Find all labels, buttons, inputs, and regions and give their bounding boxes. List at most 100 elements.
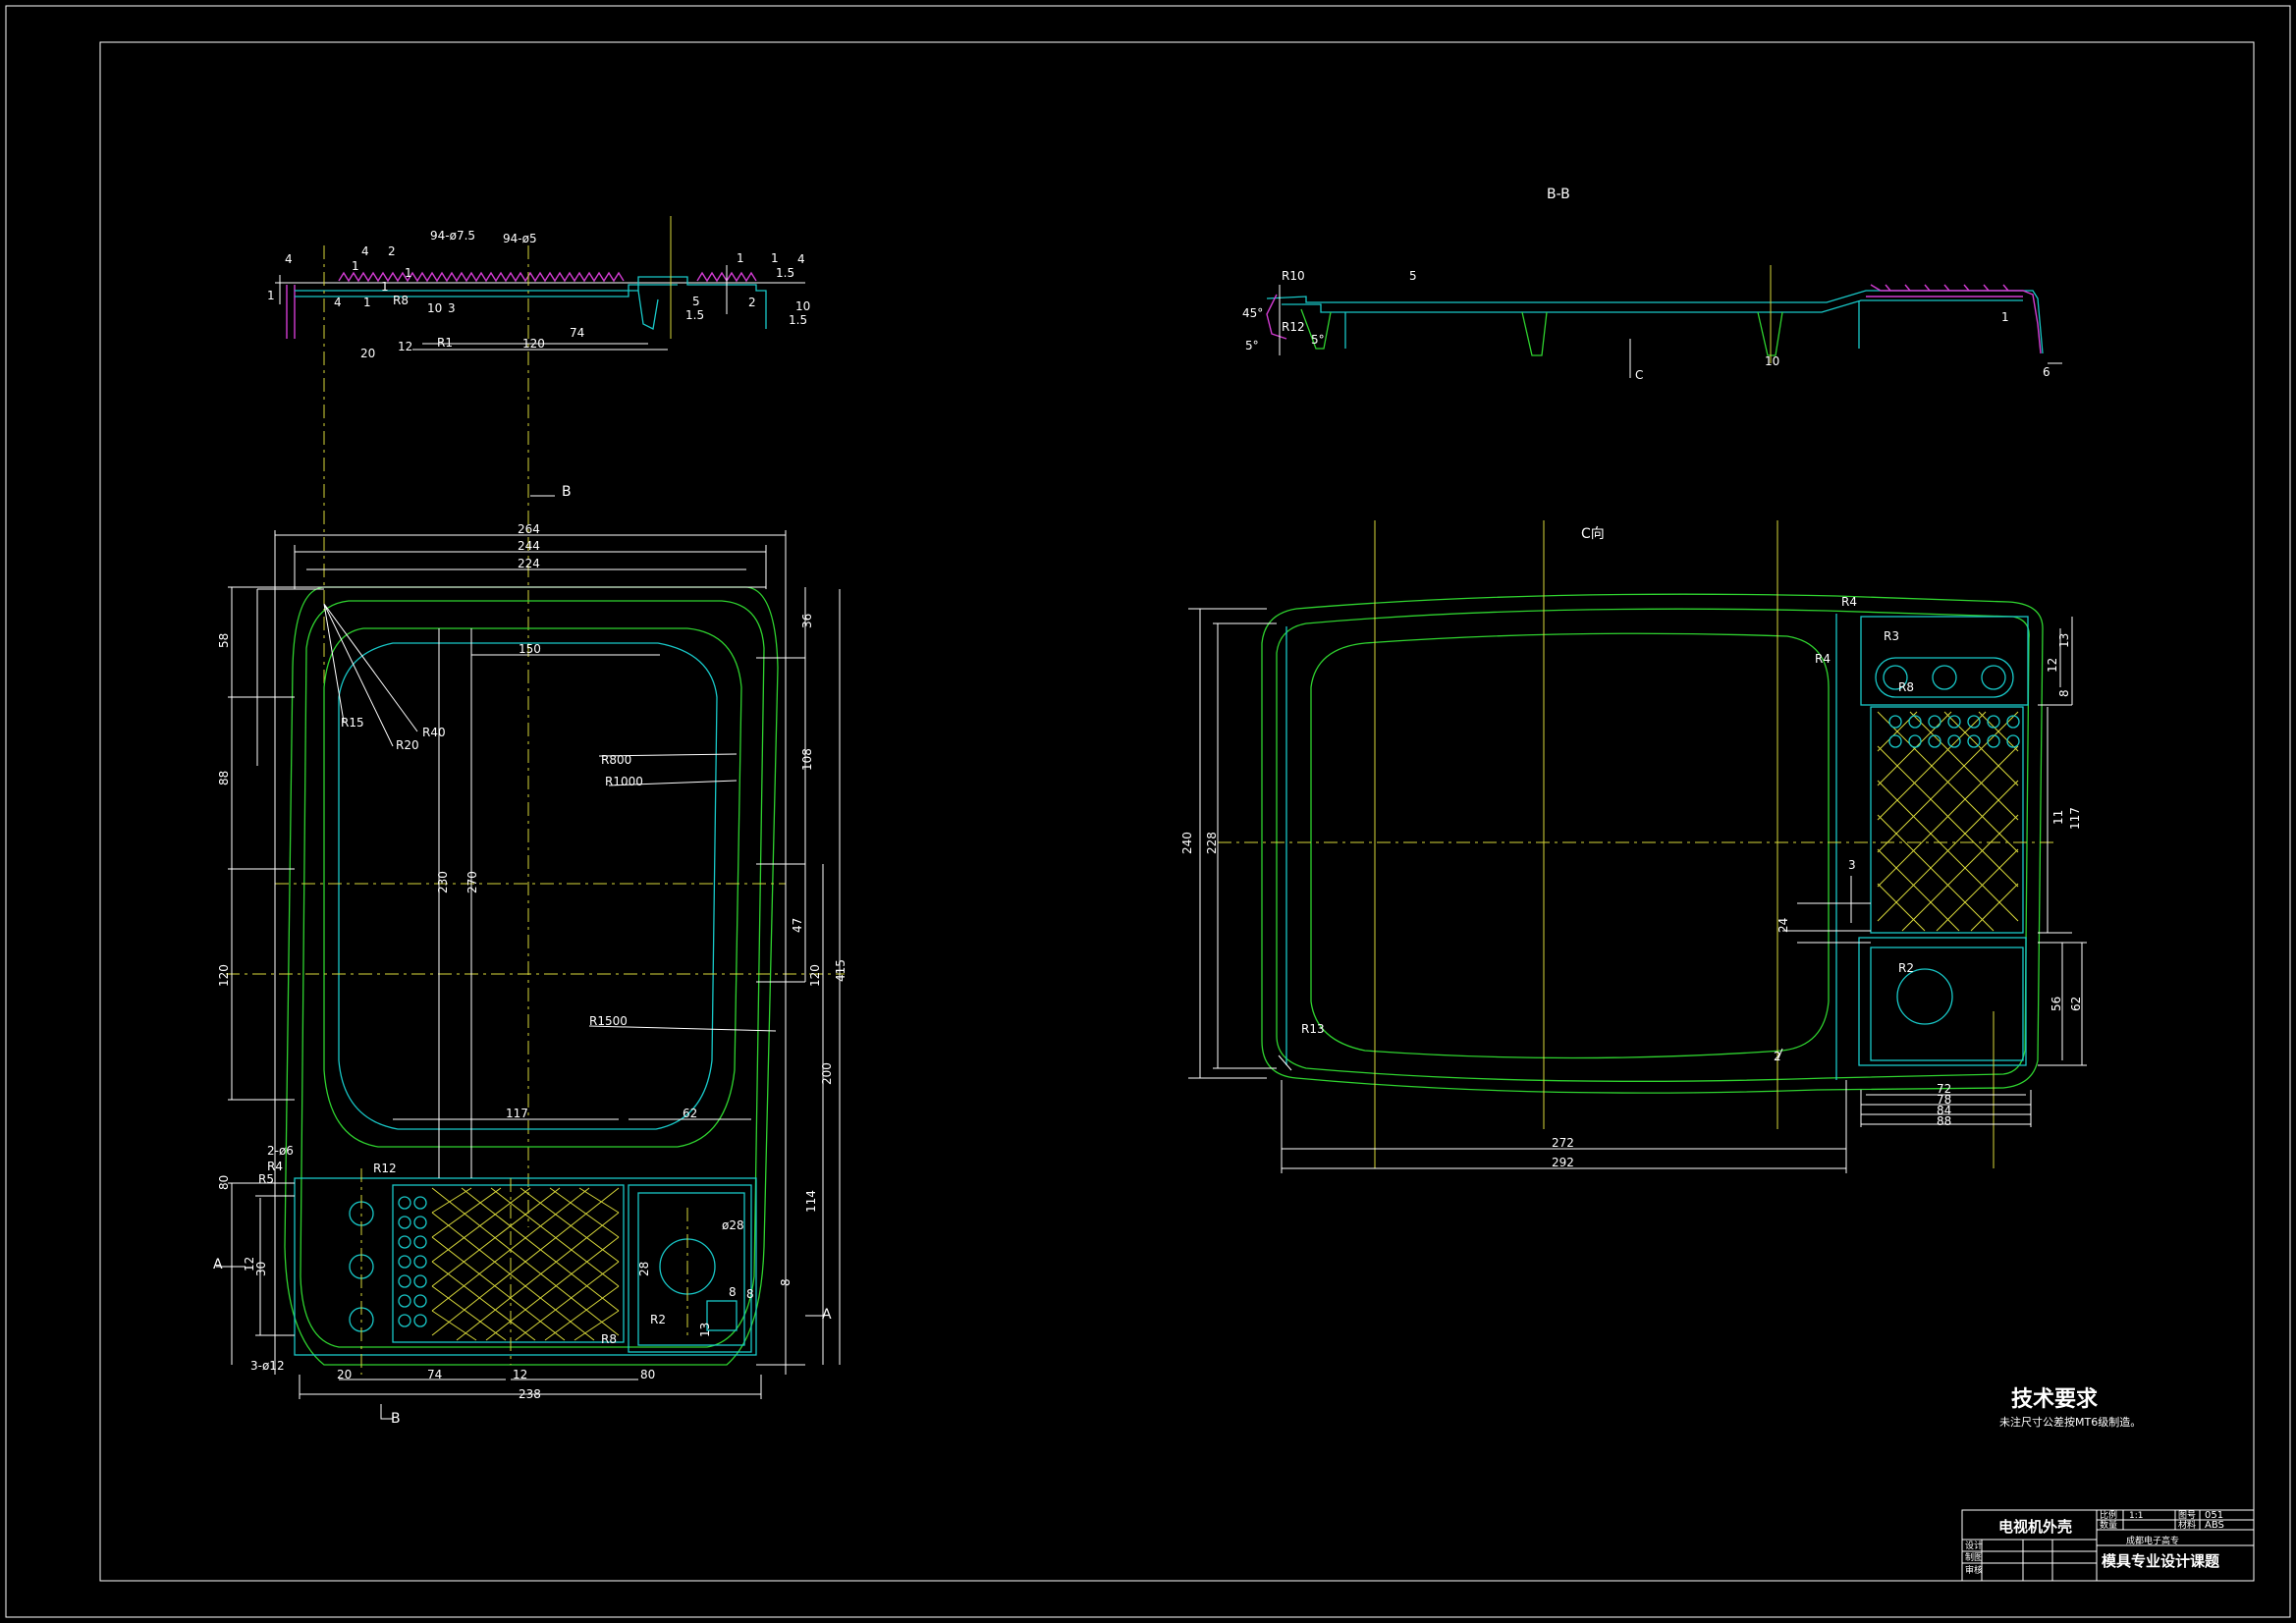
dim-width-224: 224 [518, 557, 540, 570]
tech-requirements-text: 未注尺寸公差按MT6级制造。 [1999, 1415, 2141, 1429]
callout: 4 [797, 252, 805, 266]
callout: R1 [437, 336, 453, 350]
dim-bottom: 88 [1937, 1114, 1951, 1128]
dim-right: 11 [2051, 810, 2065, 825]
sheet-outer-border [5, 5, 2291, 1618]
dim-left: 58 [217, 633, 231, 648]
design-label: 设计 [1965, 1540, 1983, 1551]
dim-bottom: 84 [1937, 1104, 1951, 1117]
callout: 10 [427, 301, 442, 315]
front-view [216, 495, 845, 1420]
dim-inner: 13 [698, 1323, 712, 1337]
callout: R12 [1282, 320, 1305, 334]
front-view-labels: B B A A 264 244 224 150 58 88 120 80 12 … [213, 484, 847, 1427]
drawing-no-label: 图号 [2178, 1510, 2196, 1521]
scale-label: 比例 [2100, 1509, 2117, 1521]
callout: 94-ø5 [503, 232, 537, 245]
callout: 1.5 [776, 266, 794, 280]
view-c [1188, 520, 2087, 1173]
callout: 2 [748, 296, 756, 309]
dim-width-244: 244 [518, 539, 540, 553]
callout: 20 [360, 347, 375, 360]
review-label: 审核 [1965, 1564, 1983, 1576]
dim-inner: 28 [637, 1262, 651, 1276]
dim-right: 114 [804, 1190, 818, 1213]
section-mark-b-top: B [562, 484, 572, 500]
dim-right: 3 [1848, 858, 1856, 872]
callout: 120 [522, 337, 545, 351]
callout: 1 [381, 280, 389, 294]
callout: 5 [692, 295, 700, 308]
dim-right: 108 [800, 748, 814, 771]
radius-label: R15 [341, 716, 364, 730]
sheet-inner-border [99, 41, 2255, 1582]
callout: 1 [2001, 310, 2009, 324]
radius-label: R4 [267, 1160, 283, 1173]
material: ABS [2205, 1520, 2224, 1531]
callout: 10 [1765, 354, 1779, 368]
section-mark-a-right: A [822, 1307, 832, 1323]
callout: C [1635, 368, 1643, 382]
dim-bottom: 72 [1937, 1082, 1951, 1096]
callout: 1 [737, 251, 744, 265]
radius-label: R2 [1898, 961, 1914, 975]
view-c-labels: R4 R3 R4 R8 R2 R13 240 228 13 12 8 117 1… [1180, 595, 2083, 1169]
radius-label: R13 [1301, 1022, 1325, 1036]
callout: 2 [388, 244, 396, 258]
dim-mid: 62 [683, 1107, 697, 1120]
dim-inner: 8 [779, 1278, 793, 1286]
section-bb-callouts: R10 5 45° R12 5° 5° 10 1 C 6 [1242, 269, 2050, 382]
dim-right: 8 [2057, 689, 2071, 697]
scale-value: 1:1 [2129, 1511, 2143, 1521]
school-name: 成都电子高专 [2126, 1535, 2179, 1546]
callout: 1.5 [789, 313, 807, 327]
callout: 45° [1242, 306, 1263, 320]
grille-hatch [431, 1187, 620, 1341]
dim-left: 80 [217, 1175, 231, 1190]
dim-left: 88 [217, 771, 231, 785]
radius-label: R3 [1884, 629, 1899, 643]
hole-label: 3-ø12 [250, 1359, 285, 1373]
section-bb-view [1266, 265, 2062, 378]
dim-right: 117 [2068, 807, 2082, 830]
callout: 5° [1245, 339, 1259, 352]
radius-label: R8 [601, 1332, 617, 1346]
callout: 1.5 [685, 308, 704, 322]
dim-right: 47 [791, 918, 804, 933]
project-name: 模具专业设计课题 [2102, 1552, 2220, 1570]
callout: R8 [393, 294, 409, 307]
tech-requirements-heading: 技术要求 [2011, 1387, 2098, 1412]
callout: 6 [2043, 365, 2050, 379]
dim-bottom: 272 [1552, 1136, 1574, 1150]
radius-label: R1000 [605, 775, 643, 788]
dim-right: 200 [820, 1062, 834, 1085]
title-block-text: 电视机外壳 比例 1:1 数量 图号 051 材料 ABS 设计 制图 审核 成… [1965, 1509, 2224, 1576]
dim-mid: 117 [506, 1107, 528, 1120]
radius-label: R5 [258, 1172, 274, 1186]
dim-bottom: 74 [427, 1368, 442, 1381]
dim-bottom: 292 [1552, 1156, 1574, 1169]
callout: 4 [334, 296, 342, 309]
dim-left: 120 [217, 964, 231, 987]
top-section-view [275, 216, 805, 1227]
top-section-callouts: 4 1 4 4 2 1 1 1 94-ø7.5 94-ø5 1 1 4 1.5 … [267, 229, 810, 360]
radius-label: R12 [373, 1162, 397, 1175]
dim-right: 36 [800, 614, 814, 628]
speaker-holes [398, 1196, 427, 1327]
dim-mid: 230 [436, 871, 450, 893]
section-mark-a-left: A [213, 1257, 223, 1272]
title-block [1961, 1509, 2255, 1582]
dim-width-150: 150 [519, 642, 541, 656]
view-c-title: C向 [1581, 526, 1605, 542]
dim-right: 56 [2050, 997, 2063, 1011]
dim-left: 30 [254, 1262, 268, 1276]
radius-label: R4 [1815, 652, 1831, 666]
radius-label: R1500 [589, 1014, 628, 1028]
dim-right: 12 [2046, 658, 2059, 673]
qty-label: 数量 [2100, 1519, 2117, 1531]
drawing-no: 051 [2205, 1510, 2223, 1521]
section-mark-b-bottom: B [391, 1411, 401, 1427]
radius-label: R4 [1841, 595, 1857, 609]
radius-label: R20 [396, 738, 419, 752]
